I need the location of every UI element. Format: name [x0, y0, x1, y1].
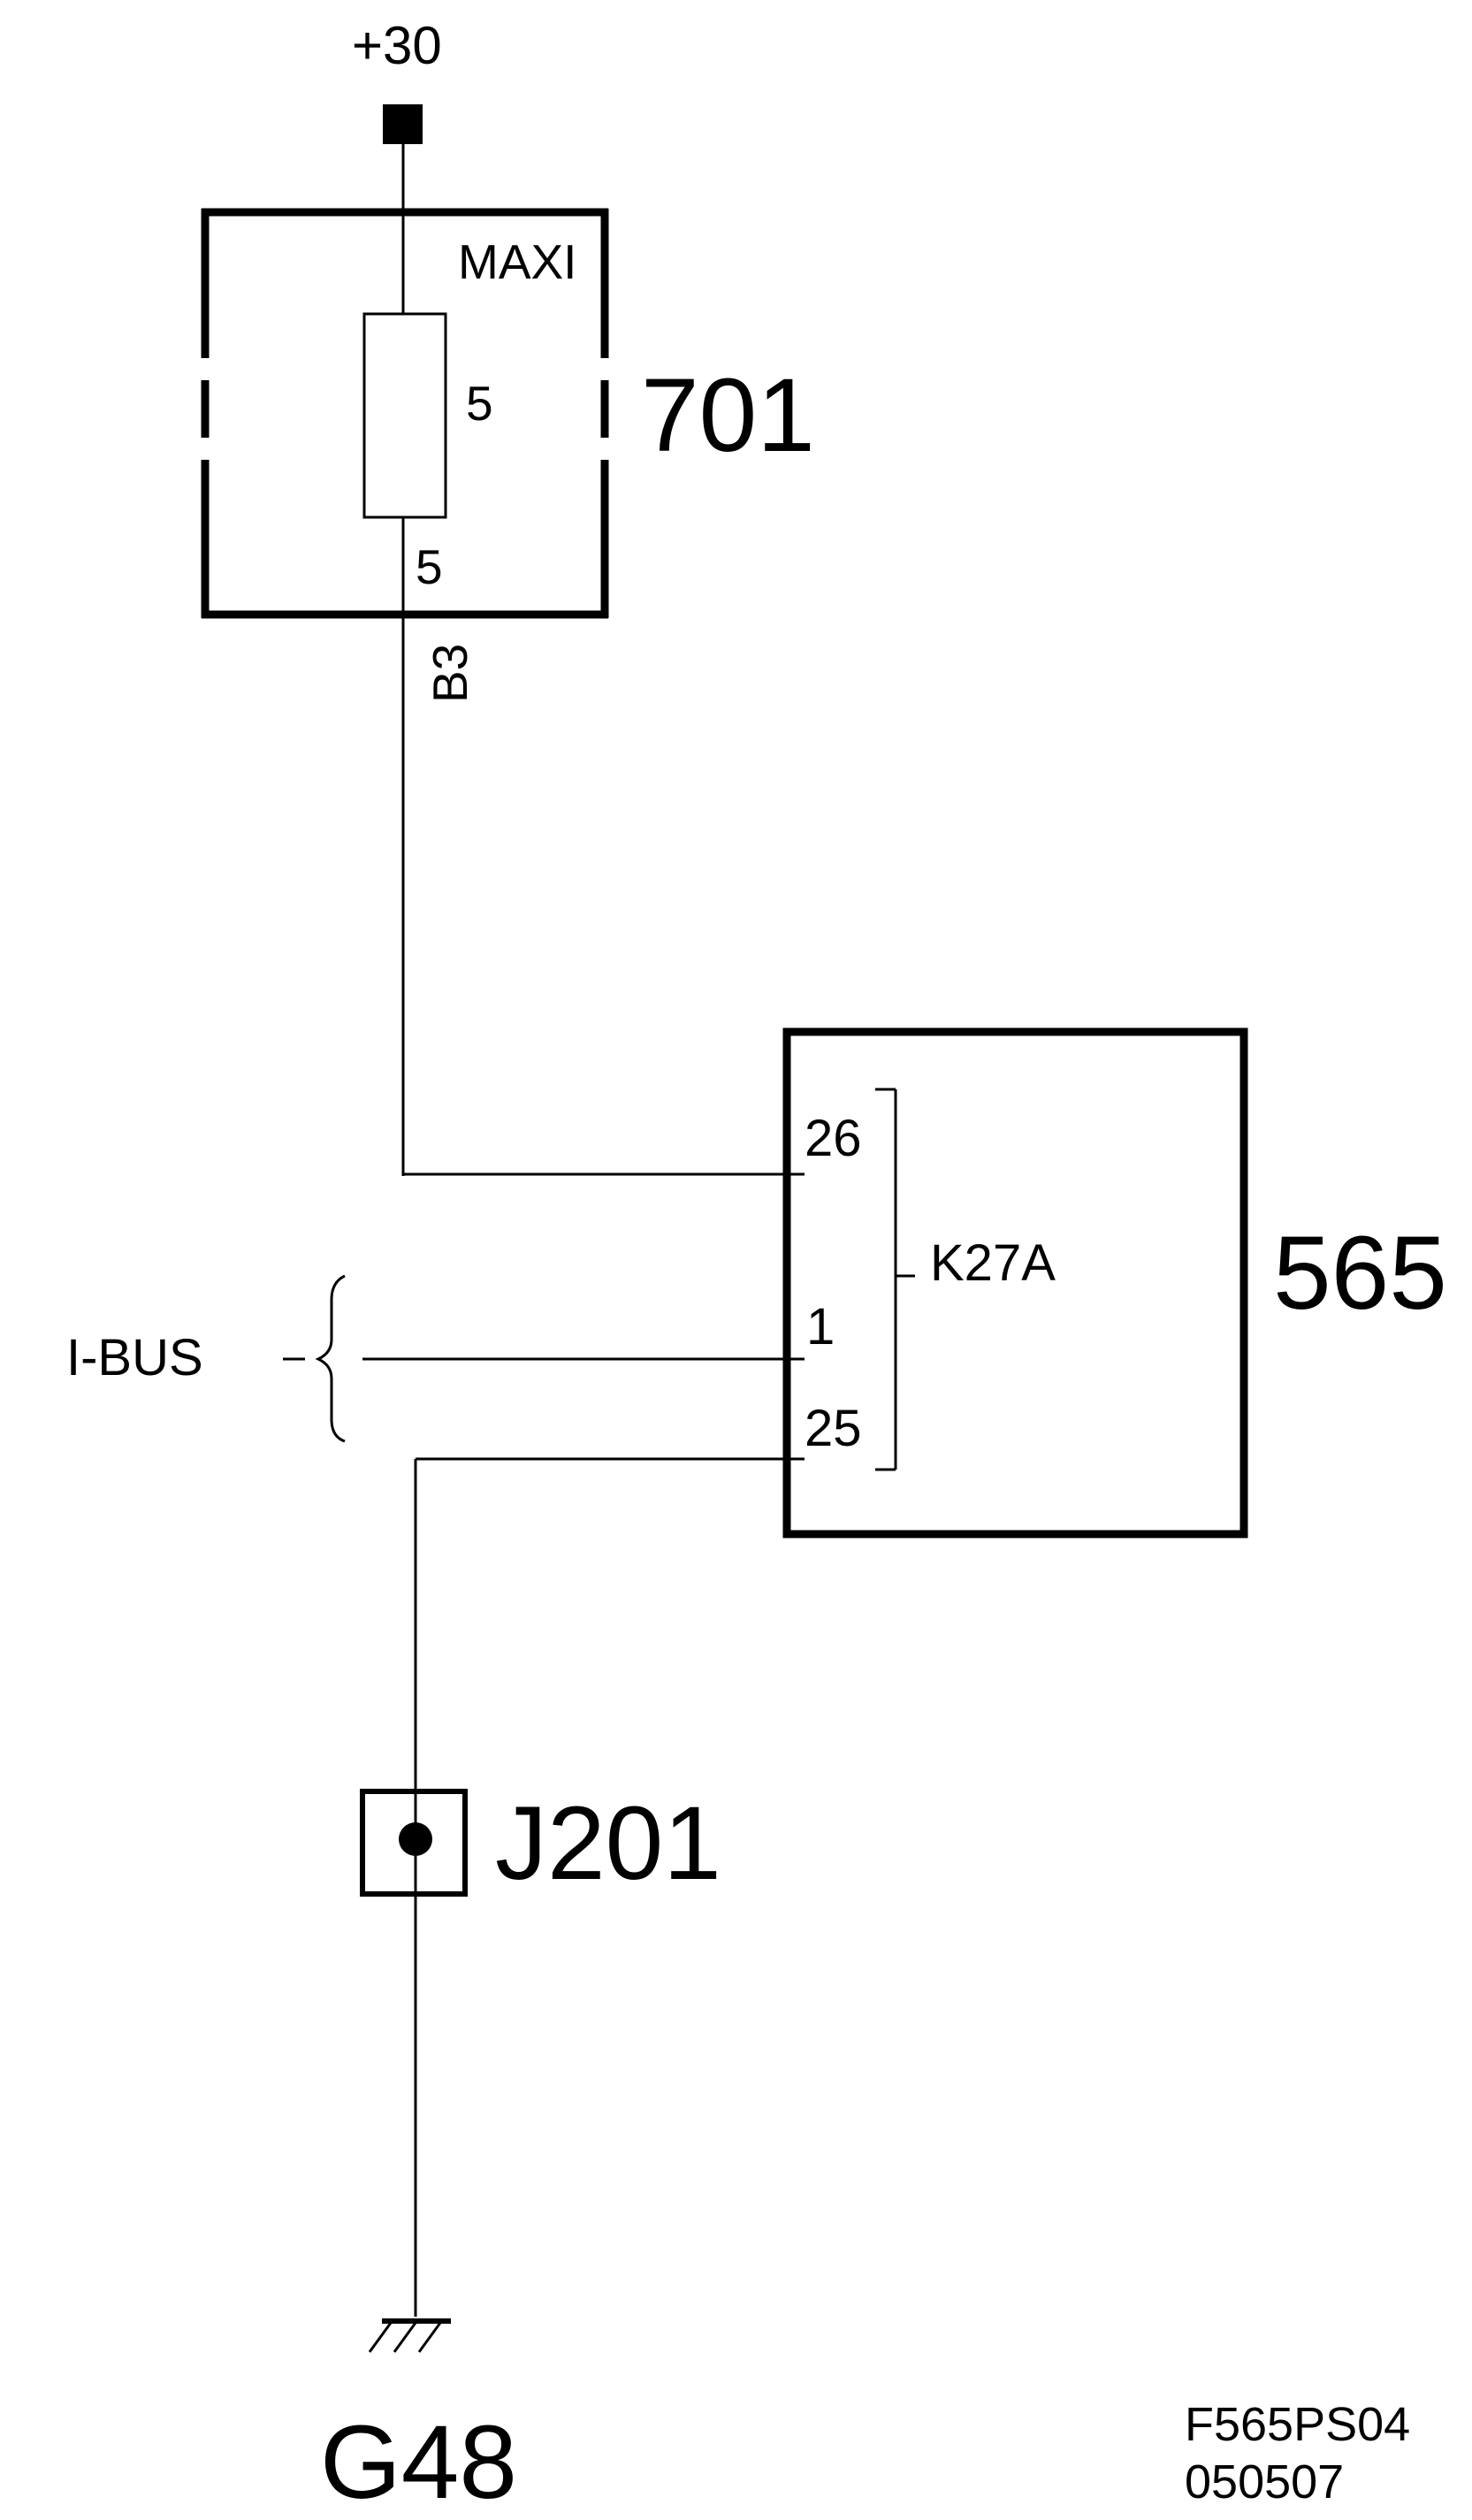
pin-1-label: 1	[806, 1298, 835, 1355]
pin-25-label: 25	[805, 1400, 862, 1457]
fuse-type-label: MAXI	[458, 234, 576, 289]
fuse-id: 5	[416, 539, 443, 594]
control-module-number: 565	[1273, 1215, 1447, 1332]
junction-label: J201	[495, 1785, 721, 1902]
fuse-body	[362, 312, 447, 519]
document-date: 050507	[1185, 2455, 1344, 2509]
document-code: F565PS04	[1185, 2398, 1410, 2451]
fuse-box-701	[201, 208, 609, 619]
connector-label: K27A	[930, 1234, 1056, 1292]
pin-26-label: 26	[805, 1110, 862, 1167]
bus-label: I-BUS	[66, 1329, 203, 1386]
ground-label: G48	[320, 2404, 517, 2520]
supply-label: +30	[352, 16, 442, 75]
connector-bracket	[875, 1088, 915, 1471]
fuse-rating: 5	[466, 376, 493, 431]
control-module-565	[782, 1027, 1248, 1539]
supply-terminal	[383, 104, 423, 144]
junction-dot	[399, 1822, 432, 1856]
wire-code: B3	[423, 644, 477, 703]
ground-icon	[368, 2318, 451, 2353]
bus-brace	[315, 1274, 346, 1443]
fuse-box-number: 701	[641, 357, 815, 474]
